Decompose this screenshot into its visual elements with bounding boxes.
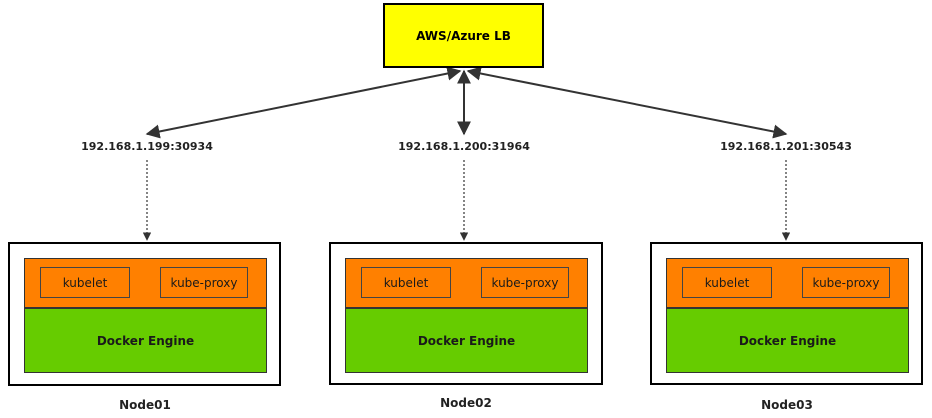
node01-docker-engine-label: Docker Engine xyxy=(96,333,195,348)
node02-kubelet: kubelet xyxy=(361,267,451,298)
node03-docker-engine: Docker Engine xyxy=(666,308,909,373)
node03-docker-engine-label: Docker Engine xyxy=(738,333,837,348)
node03-kubelet: kubelet xyxy=(682,267,772,298)
lb-node03-link xyxy=(466,66,788,139)
node02-components: kubelet kube-proxy xyxy=(345,258,588,308)
node01-kubelet: kubelet xyxy=(40,267,130,298)
node02-docker-engine: Docker Engine xyxy=(345,308,588,373)
node02-docker-engine-label: Docker Engine xyxy=(417,333,516,348)
node01-components: kubelet kube-proxy xyxy=(24,258,267,308)
node02-endpoint: 192.168.1.200:31964 xyxy=(398,140,530,153)
node01-endpoint: 192.168.1.199:30934 xyxy=(81,140,213,153)
node03-endpoint: 192.168.1.201:30543 xyxy=(720,140,852,153)
load-balancer: AWS/Azure LB xyxy=(383,3,544,68)
node01-docker-engine: Docker Engine xyxy=(24,308,267,373)
node01-label: Node01 xyxy=(119,398,171,412)
node01-kube-proxy: kube-proxy xyxy=(160,267,248,298)
node02-box: kubelet kube-proxy Docker Engine xyxy=(329,242,603,385)
node02-kube-proxy: kube-proxy xyxy=(481,267,569,298)
node03-box: kubelet kube-proxy Docker Engine xyxy=(650,242,923,385)
load-balancer-label: AWS/Azure LB xyxy=(416,28,511,43)
node01-box: kubelet kube-proxy Docker Engine xyxy=(8,242,281,386)
node03-kube-proxy: kube-proxy xyxy=(802,267,890,298)
node03-label: Node03 xyxy=(761,398,813,412)
node03-components: kubelet kube-proxy xyxy=(666,258,909,308)
lb-node01-link xyxy=(145,66,462,139)
node02-label: Node02 xyxy=(440,396,492,410)
